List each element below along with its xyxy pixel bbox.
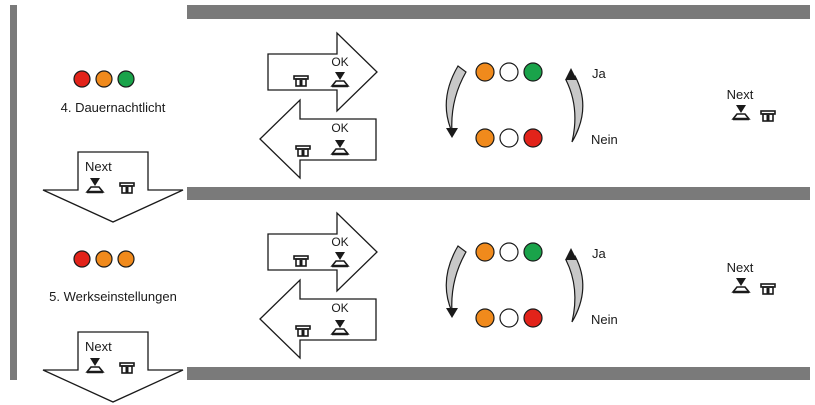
option-no-light-0: [475, 128, 495, 148]
middle-frame-bar: [187, 187, 810, 200]
forward-arrow-shape: [267, 211, 378, 293]
top-frame-bar: [187, 5, 810, 19]
status-light-0: [73, 70, 91, 88]
option-no-light-1: [499, 128, 519, 148]
phone-icon: [760, 110, 776, 122]
option-yes-light-2: [523, 62, 543, 82]
option-yes-light-0: [475, 62, 495, 82]
next-step-arrow: [42, 151, 184, 223]
next-button-icon: [731, 276, 751, 294]
ok-label: OK: [331, 55, 348, 69]
ok-label: OK: [331, 235, 348, 249]
next-label: Next: [85, 339, 112, 354]
yes-label: Ja: [592, 66, 607, 81]
arrow-head: [446, 308, 458, 318]
back-arrow-shape: [259, 98, 377, 180]
option-yes-light-0: [475, 242, 495, 262]
option-no-light-2: [523, 128, 543, 148]
cycle-down-arrow: [445, 245, 467, 313]
ok-label: OK: [331, 301, 348, 315]
option-no-light-2: [523, 308, 543, 328]
step-title: 5. Werkseinstellungen: [49, 289, 177, 304]
bottom-frame-bar: [187, 367, 810, 380]
back-arrow-shape: [259, 278, 377, 360]
status-light-2: [117, 70, 135, 88]
ok-label: OK: [331, 121, 348, 135]
phone-icon: [760, 283, 776, 295]
status-light-0: [73, 250, 91, 268]
option-no-light-0: [475, 308, 495, 328]
option-yes-light-2: [523, 242, 543, 262]
next-button-icon: [731, 103, 751, 121]
arrow-head: [446, 128, 458, 138]
arrow-head: [565, 248, 577, 260]
cycle-down-arrow: [445, 65, 467, 133]
yes-label: Ja: [592, 246, 607, 261]
status-light-1: [95, 250, 113, 268]
left-frame-bar: [10, 5, 17, 380]
next-label: Next: [727, 87, 754, 102]
cycle-up-arrow: [565, 255, 584, 323]
option-yes-light-1: [499, 242, 519, 262]
arrow-head: [565, 68, 577, 80]
next-label: Next: [727, 260, 754, 275]
option-no-light-1: [499, 308, 519, 328]
next-label: Next: [85, 159, 112, 174]
forward-arrow-shape: [267, 31, 378, 113]
status-light-2: [117, 250, 135, 268]
no-label: Nein: [591, 312, 618, 327]
option-yes-light-1: [499, 62, 519, 82]
cycle-up-arrow: [565, 75, 584, 143]
no-label: Nein: [591, 132, 618, 147]
status-light-1: [95, 70, 113, 88]
step-title: 4. Dauernachtlicht: [61, 100, 166, 115]
next-step-arrow: [42, 331, 184, 403]
